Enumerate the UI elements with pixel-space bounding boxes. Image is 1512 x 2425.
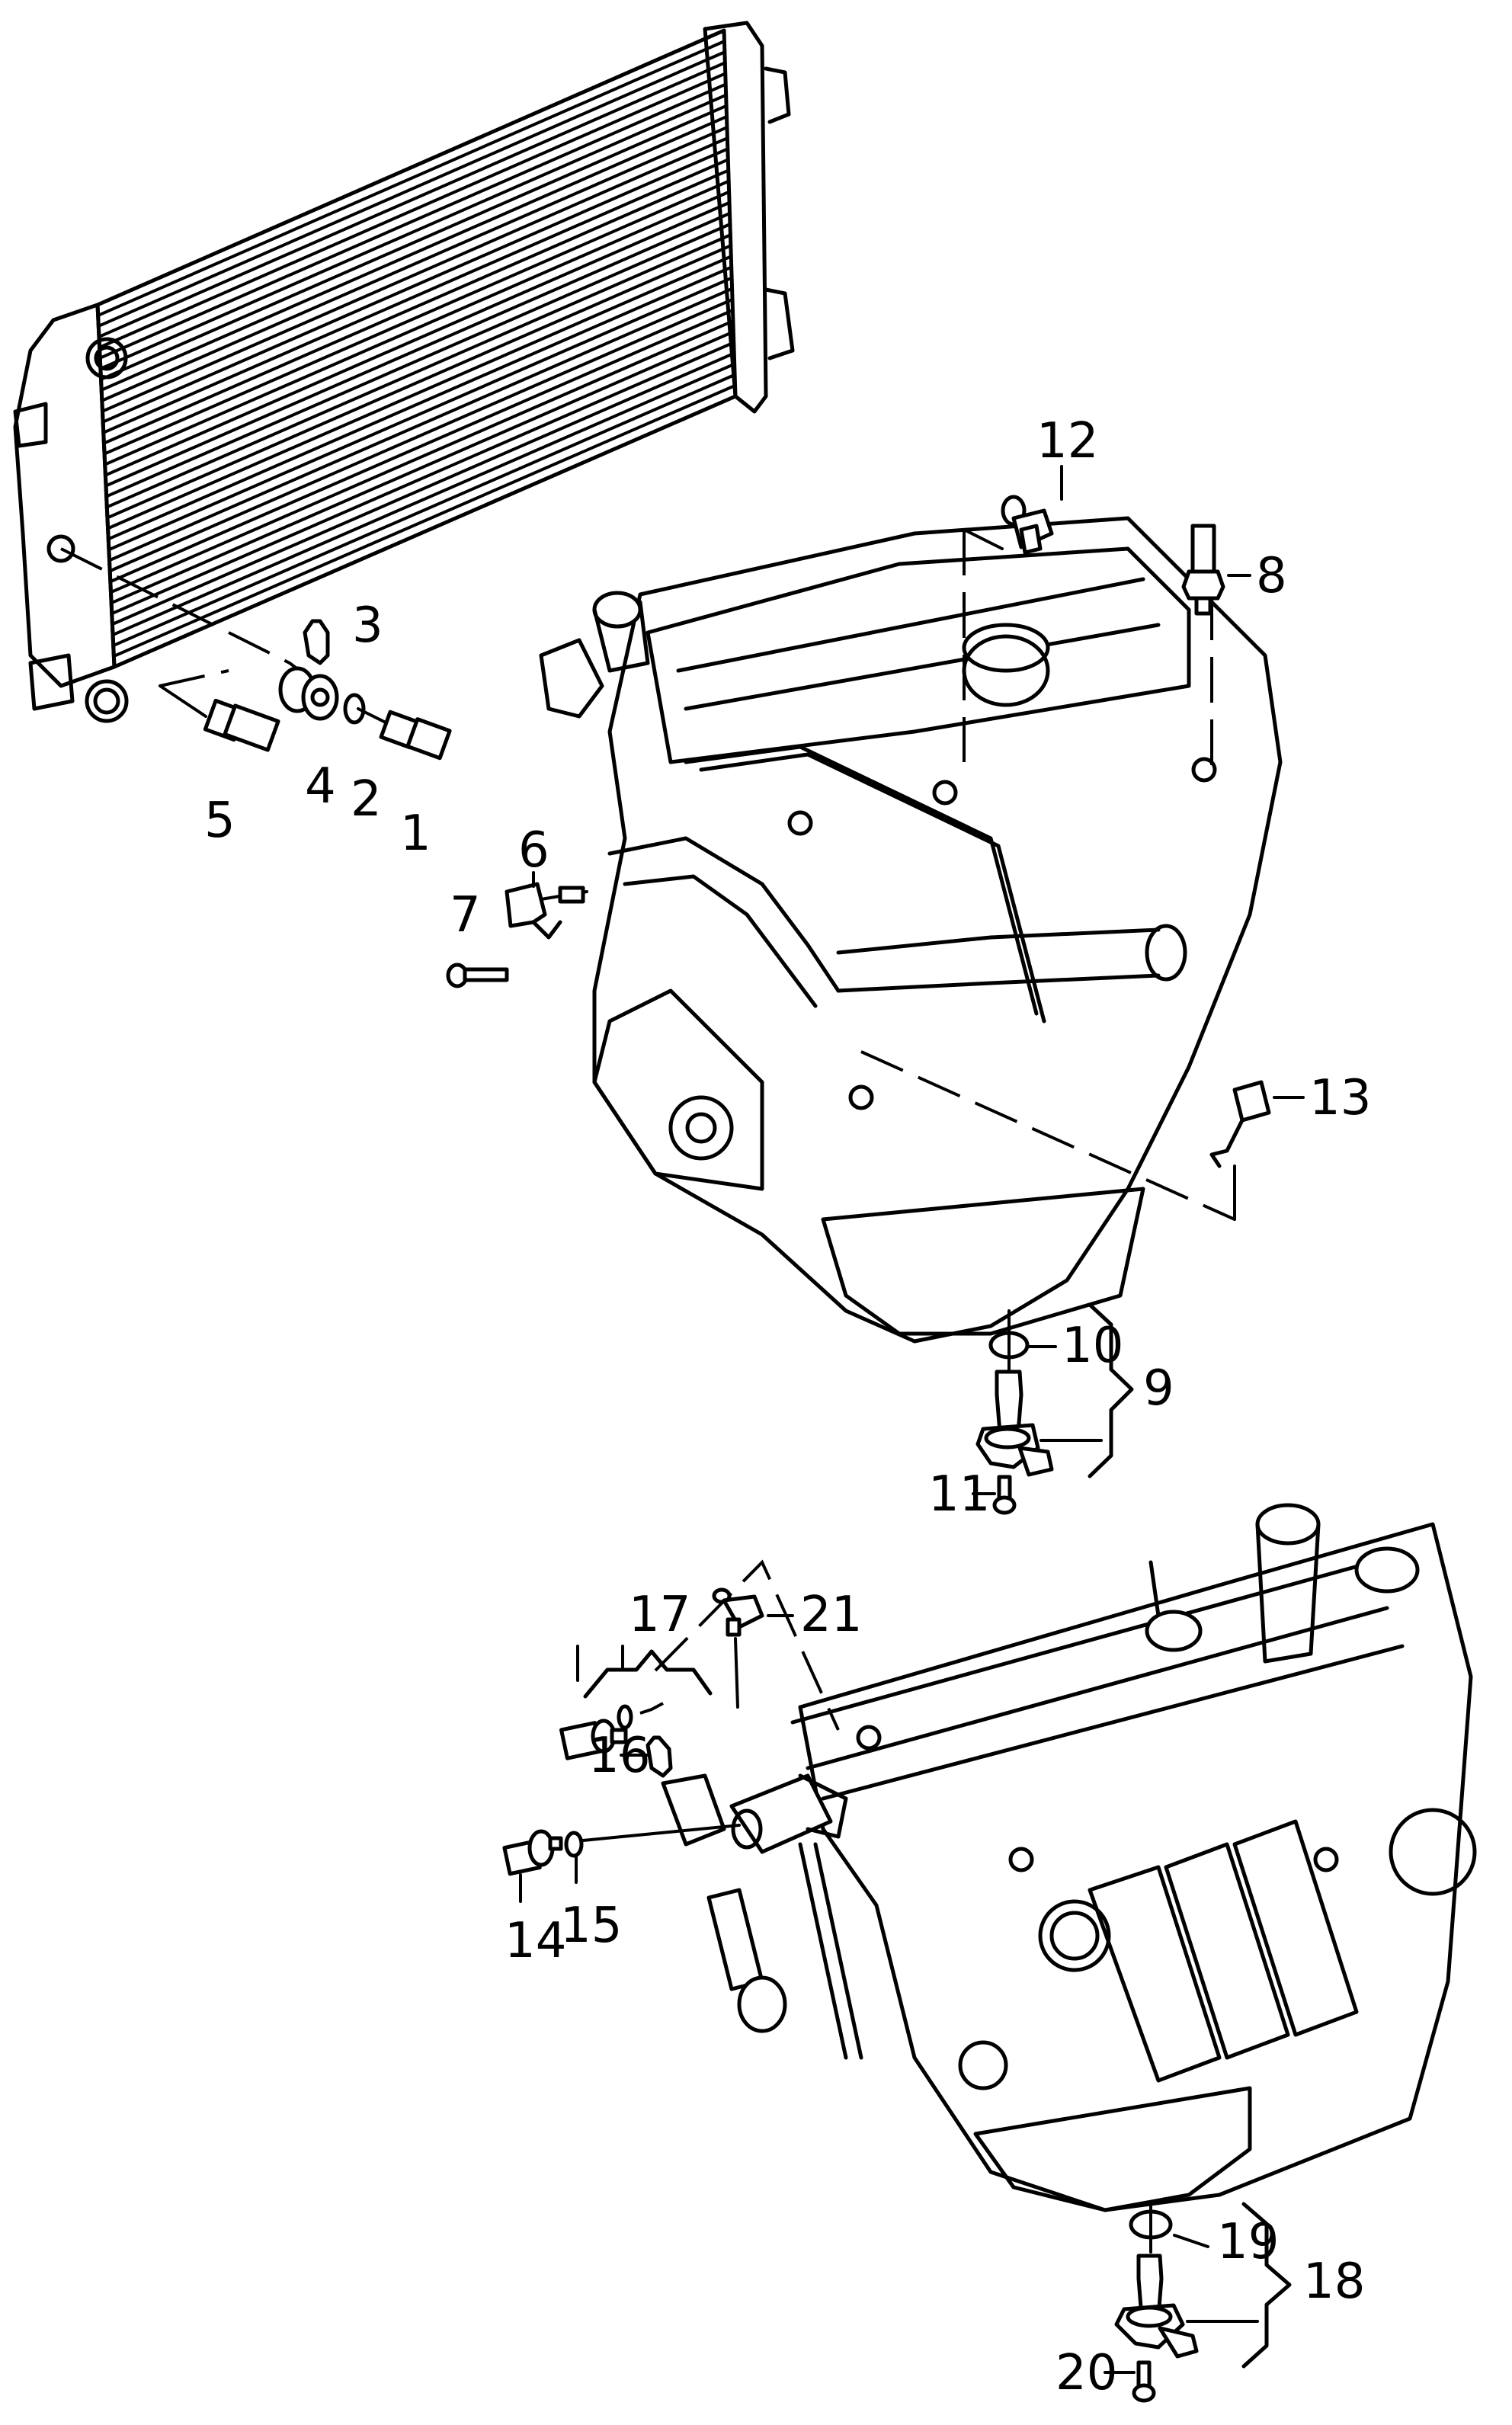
callout-label-12: 12 bbox=[1036, 413, 1098, 469]
radiator-fin bbox=[110, 319, 734, 594]
callout-label-1: 1 bbox=[400, 806, 431, 862]
part-8-oil-pressure-switch bbox=[1181, 524, 1225, 616]
callout-label-2: 2 bbox=[351, 771, 382, 828]
leader-line bbox=[963, 528, 1004, 550]
radiator-fin bbox=[108, 276, 732, 552]
radiator-fin bbox=[97, 40, 726, 317]
part-16-clip bbox=[645, 1735, 673, 1778]
callout-label-10: 10 bbox=[1062, 1318, 1123, 1374]
part-6-sensor bbox=[505, 882, 588, 940]
radiator-fin bbox=[106, 233, 732, 509]
radiator-fin bbox=[113, 384, 736, 658]
radiator-fin bbox=[105, 212, 731, 488]
radiator-fin bbox=[98, 72, 726, 349]
radiator-fin bbox=[110, 309, 734, 584]
radiator-fin bbox=[104, 179, 729, 456]
part-12-hall-sender bbox=[1001, 495, 1054, 555]
callout-label-5: 5 bbox=[204, 793, 235, 849]
part-2-o-ring bbox=[343, 693, 366, 725]
part-7-bolt bbox=[446, 963, 509, 988]
engine-upper bbox=[539, 516, 1283, 1344]
part-10-seal bbox=[988, 1331, 1030, 1360]
callout-label-4: 4 bbox=[305, 758, 336, 815]
radiator-fin bbox=[98, 61, 726, 338]
part-5-temperature-switch bbox=[203, 698, 280, 752]
radiator-fin bbox=[108, 287, 733, 562]
callout-label-14: 14 bbox=[505, 1913, 566, 1969]
leader-line bbox=[60, 547, 290, 665]
callout-label-9: 9 bbox=[1143, 1360, 1174, 1417]
part-11-bolt bbox=[992, 1475, 1017, 1515]
leader-line bbox=[581, 1824, 741, 1842]
callout-label-7: 7 bbox=[450, 887, 481, 943]
leader-line bbox=[639, 1559, 840, 1731]
part-19-seal bbox=[1129, 2209, 1173, 2240]
part-4-adapter bbox=[278, 666, 339, 721]
callout-label-11: 11 bbox=[928, 1466, 990, 1523]
leader-line bbox=[860, 1050, 1235, 1221]
part-13-speed-sensor bbox=[1209, 1080, 1271, 1168]
engine-lower bbox=[790, 1503, 1477, 2212]
part-15-o-ring bbox=[564, 1831, 584, 1858]
part-21-hall-sender bbox=[712, 1587, 764, 1637]
radiator-fin bbox=[111, 341, 735, 615]
part-17-pressure-switch bbox=[559, 1704, 633, 1760]
radiator-fins bbox=[97, 40, 736, 658]
radiator-fin bbox=[111, 351, 735, 626]
radiator-fin bbox=[109, 298, 733, 573]
callout-leader-19 bbox=[1173, 2234, 1209, 2248]
leader-line bbox=[159, 684, 207, 718]
part-9-oil-level-sensor bbox=[975, 1369, 1054, 1477]
callout-label-17: 17 bbox=[629, 1587, 690, 1643]
callout-label-16: 16 bbox=[588, 1728, 650, 1784]
radiator-fin bbox=[100, 104, 727, 381]
radiator-fin bbox=[104, 190, 730, 466]
thermostat-housing bbox=[661, 1773, 863, 2060]
radiator-fin bbox=[105, 223, 731, 498]
part-20-bolt bbox=[1132, 2360, 1156, 2403]
part-1-temperature-sender bbox=[357, 707, 452, 761]
radiator-fin bbox=[111, 330, 735, 605]
radiator-fin bbox=[112, 373, 735, 647]
radiator-fin bbox=[100, 93, 727, 370]
radiator-fin bbox=[101, 115, 728, 392]
radiator-fin bbox=[104, 201, 730, 477]
callout-label-21: 21 bbox=[800, 1587, 862, 1643]
radiator-fin bbox=[99, 82, 727, 360]
radiator-fin bbox=[101, 126, 728, 402]
callout-label-6: 6 bbox=[518, 822, 549, 879]
callout-label-8: 8 bbox=[1256, 548, 1287, 604]
radiator-fin bbox=[107, 255, 732, 530]
radiator-fin bbox=[107, 265, 732, 541]
part-18-oil-level-sensor bbox=[1114, 2254, 1199, 2359]
radiator-fin bbox=[102, 158, 729, 434]
part-3-clip bbox=[303, 619, 330, 665]
callout-label-20: 20 bbox=[1056, 2345, 1117, 2401]
radiator bbox=[13, 21, 795, 723]
radiator-fin bbox=[98, 50, 726, 328]
callout-label-19: 19 bbox=[1217, 2214, 1279, 2270]
callout-label-18: 18 bbox=[1303, 2254, 1365, 2310]
radiator-fin bbox=[103, 168, 729, 445]
bracket-18 bbox=[1241, 2202, 1292, 2369]
callout-label-15: 15 bbox=[560, 1898, 622, 1954]
radiator-fin bbox=[112, 362, 735, 636]
leader-line bbox=[159, 669, 229, 687]
radiator-fin bbox=[101, 136, 729, 413]
radiator-fin bbox=[102, 147, 729, 424]
callout-label-3: 3 bbox=[352, 597, 383, 654]
leader-line bbox=[734, 1637, 739, 1709]
callout-label-13: 13 bbox=[1309, 1070, 1371, 1126]
part-14-temperature-sender bbox=[502, 1829, 563, 1876]
bracket-9 bbox=[1088, 1302, 1134, 1478]
bracket-17 bbox=[583, 1649, 713, 1699]
radiator-fin bbox=[107, 244, 732, 520]
